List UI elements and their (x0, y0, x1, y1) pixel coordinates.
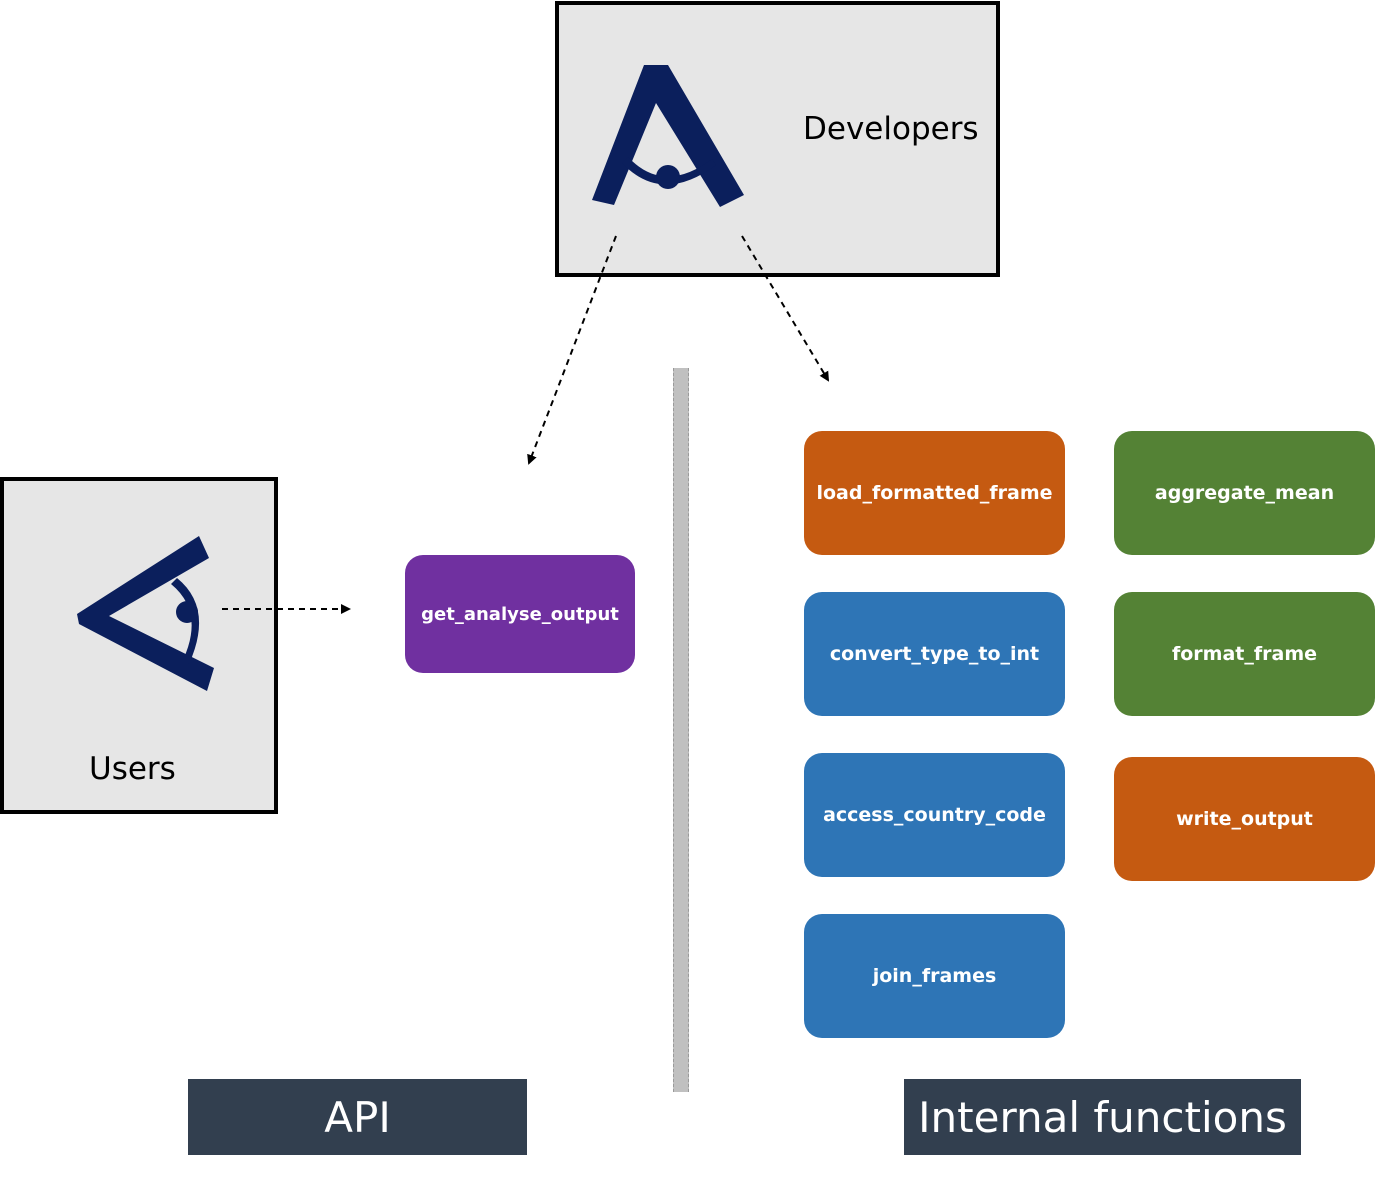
eye-logo-icon (592, 65, 744, 207)
users-box: Users (0, 477, 278, 814)
developers-box: Developers (555, 1, 1000, 277)
internal-function-box: load_formatted_frame (804, 431, 1065, 555)
internal-function-box: convert_type_to_int (804, 592, 1065, 716)
developers-label: Developers (803, 111, 979, 147)
eye-logo-icon (77, 536, 214, 691)
dev-to-internal-arrow (741, 235, 830, 382)
api-banner: API (188, 1079, 527, 1155)
internal-function-box: join_frames (804, 914, 1065, 1038)
internal-functions-banner: Internal functions (904, 1079, 1301, 1155)
internal-function-box: access_country_code (804, 753, 1065, 877)
api-function-box: get_analyse_output (405, 555, 635, 673)
internal-function-box: format_frame (1114, 592, 1375, 716)
dev-to-api-arrow (527, 235, 617, 465)
api-internal-divider (673, 368, 689, 1092)
users-label: Users (89, 751, 176, 787)
internal-function-box: aggregate_mean (1114, 431, 1375, 555)
internal-function-box: write_output (1114, 757, 1375, 881)
